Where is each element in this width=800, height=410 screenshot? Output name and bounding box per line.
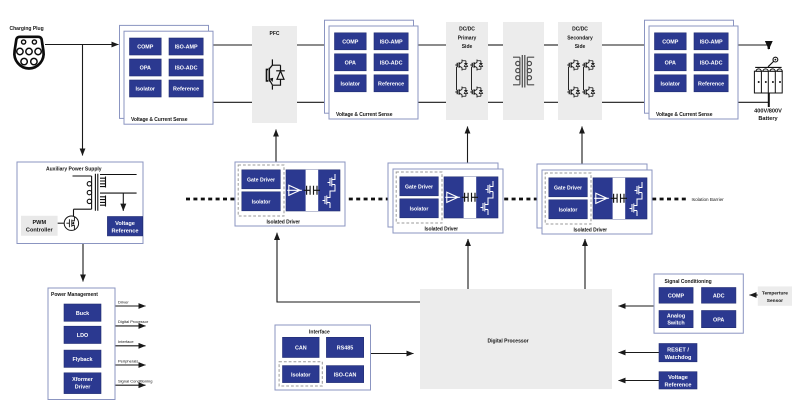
svg-text:Driver: Driver: [118, 299, 129, 304]
svg-text:CAN: CAN: [295, 346, 307, 352]
svg-text:PFC: PFC: [270, 31, 280, 37]
svg-text:Watchdog: Watchdog: [665, 355, 692, 361]
svg-text:COMP: COMP: [668, 293, 685, 299]
svg-text:Battery: Battery: [758, 116, 778, 122]
svg-text:Auxiliary Power Supply: Auxiliary Power Supply: [46, 167, 102, 173]
svg-text:RESET /: RESET /: [667, 347, 689, 353]
svg-text:Peripherals: Peripherals: [118, 358, 138, 363]
svg-text:Power Management: Power Management: [51, 292, 98, 298]
svg-text:Signal Conditioning: Signal Conditioning: [665, 279, 712, 285]
svg-text:Side: Side: [462, 44, 473, 50]
svg-text:LDO: LDO: [77, 333, 88, 339]
svg-text:PWM: PWM: [32, 220, 46, 226]
svg-text:Temperture: Temperture: [762, 291, 788, 297]
svg-text:ISO-CAN: ISO-CAN: [334, 372, 357, 378]
svg-text:Flyback: Flyback: [72, 357, 92, 363]
svg-text:Interface: Interface: [118, 339, 134, 344]
svg-text:Voltage: Voltage: [668, 375, 688, 381]
svg-text:Interface: Interface: [309, 330, 330, 336]
svg-text:RS485: RS485: [337, 346, 353, 352]
svg-text:Charging Plug: Charging Plug: [10, 26, 44, 32]
svg-text:Secondary: Secondary: [567, 35, 593, 41]
svg-text:Analog: Analog: [667, 314, 685, 320]
svg-text:Xformer: Xformer: [72, 377, 94, 383]
svg-text:Driver: Driver: [75, 385, 91, 391]
svg-text:400V/800V: 400V/800V: [754, 109, 782, 115]
svg-text:Voltage: Voltage: [115, 221, 135, 227]
svg-text:Switch: Switch: [667, 321, 684, 327]
svg-text:Isolator: Isolator: [291, 372, 311, 378]
svg-text:Sensor: Sensor: [767, 298, 783, 304]
svg-text:ADC: ADC: [713, 293, 725, 299]
svg-text:Side: Side: [575, 44, 586, 50]
svg-text:Reference: Reference: [111, 229, 138, 235]
svg-text:DC/DC: DC/DC: [572, 27, 588, 33]
svg-text:Digital Processor: Digital Processor: [488, 339, 529, 345]
svg-text:Buck: Buck: [76, 311, 89, 317]
svg-text:OPA: OPA: [713, 318, 724, 324]
svg-text:Controller: Controller: [26, 228, 54, 234]
svg-text:Signal Conditioning: Signal Conditioning: [118, 379, 152, 384]
svg-text:Isolation Barrier: Isolation Barrier: [692, 197, 725, 202]
svg-text:Primary: Primary: [458, 35, 477, 41]
svg-text:Reference: Reference: [664, 383, 691, 389]
svg-text:DC/DC: DC/DC: [459, 27, 475, 33]
svg-text:Digital Processor: Digital Processor: [118, 319, 149, 324]
